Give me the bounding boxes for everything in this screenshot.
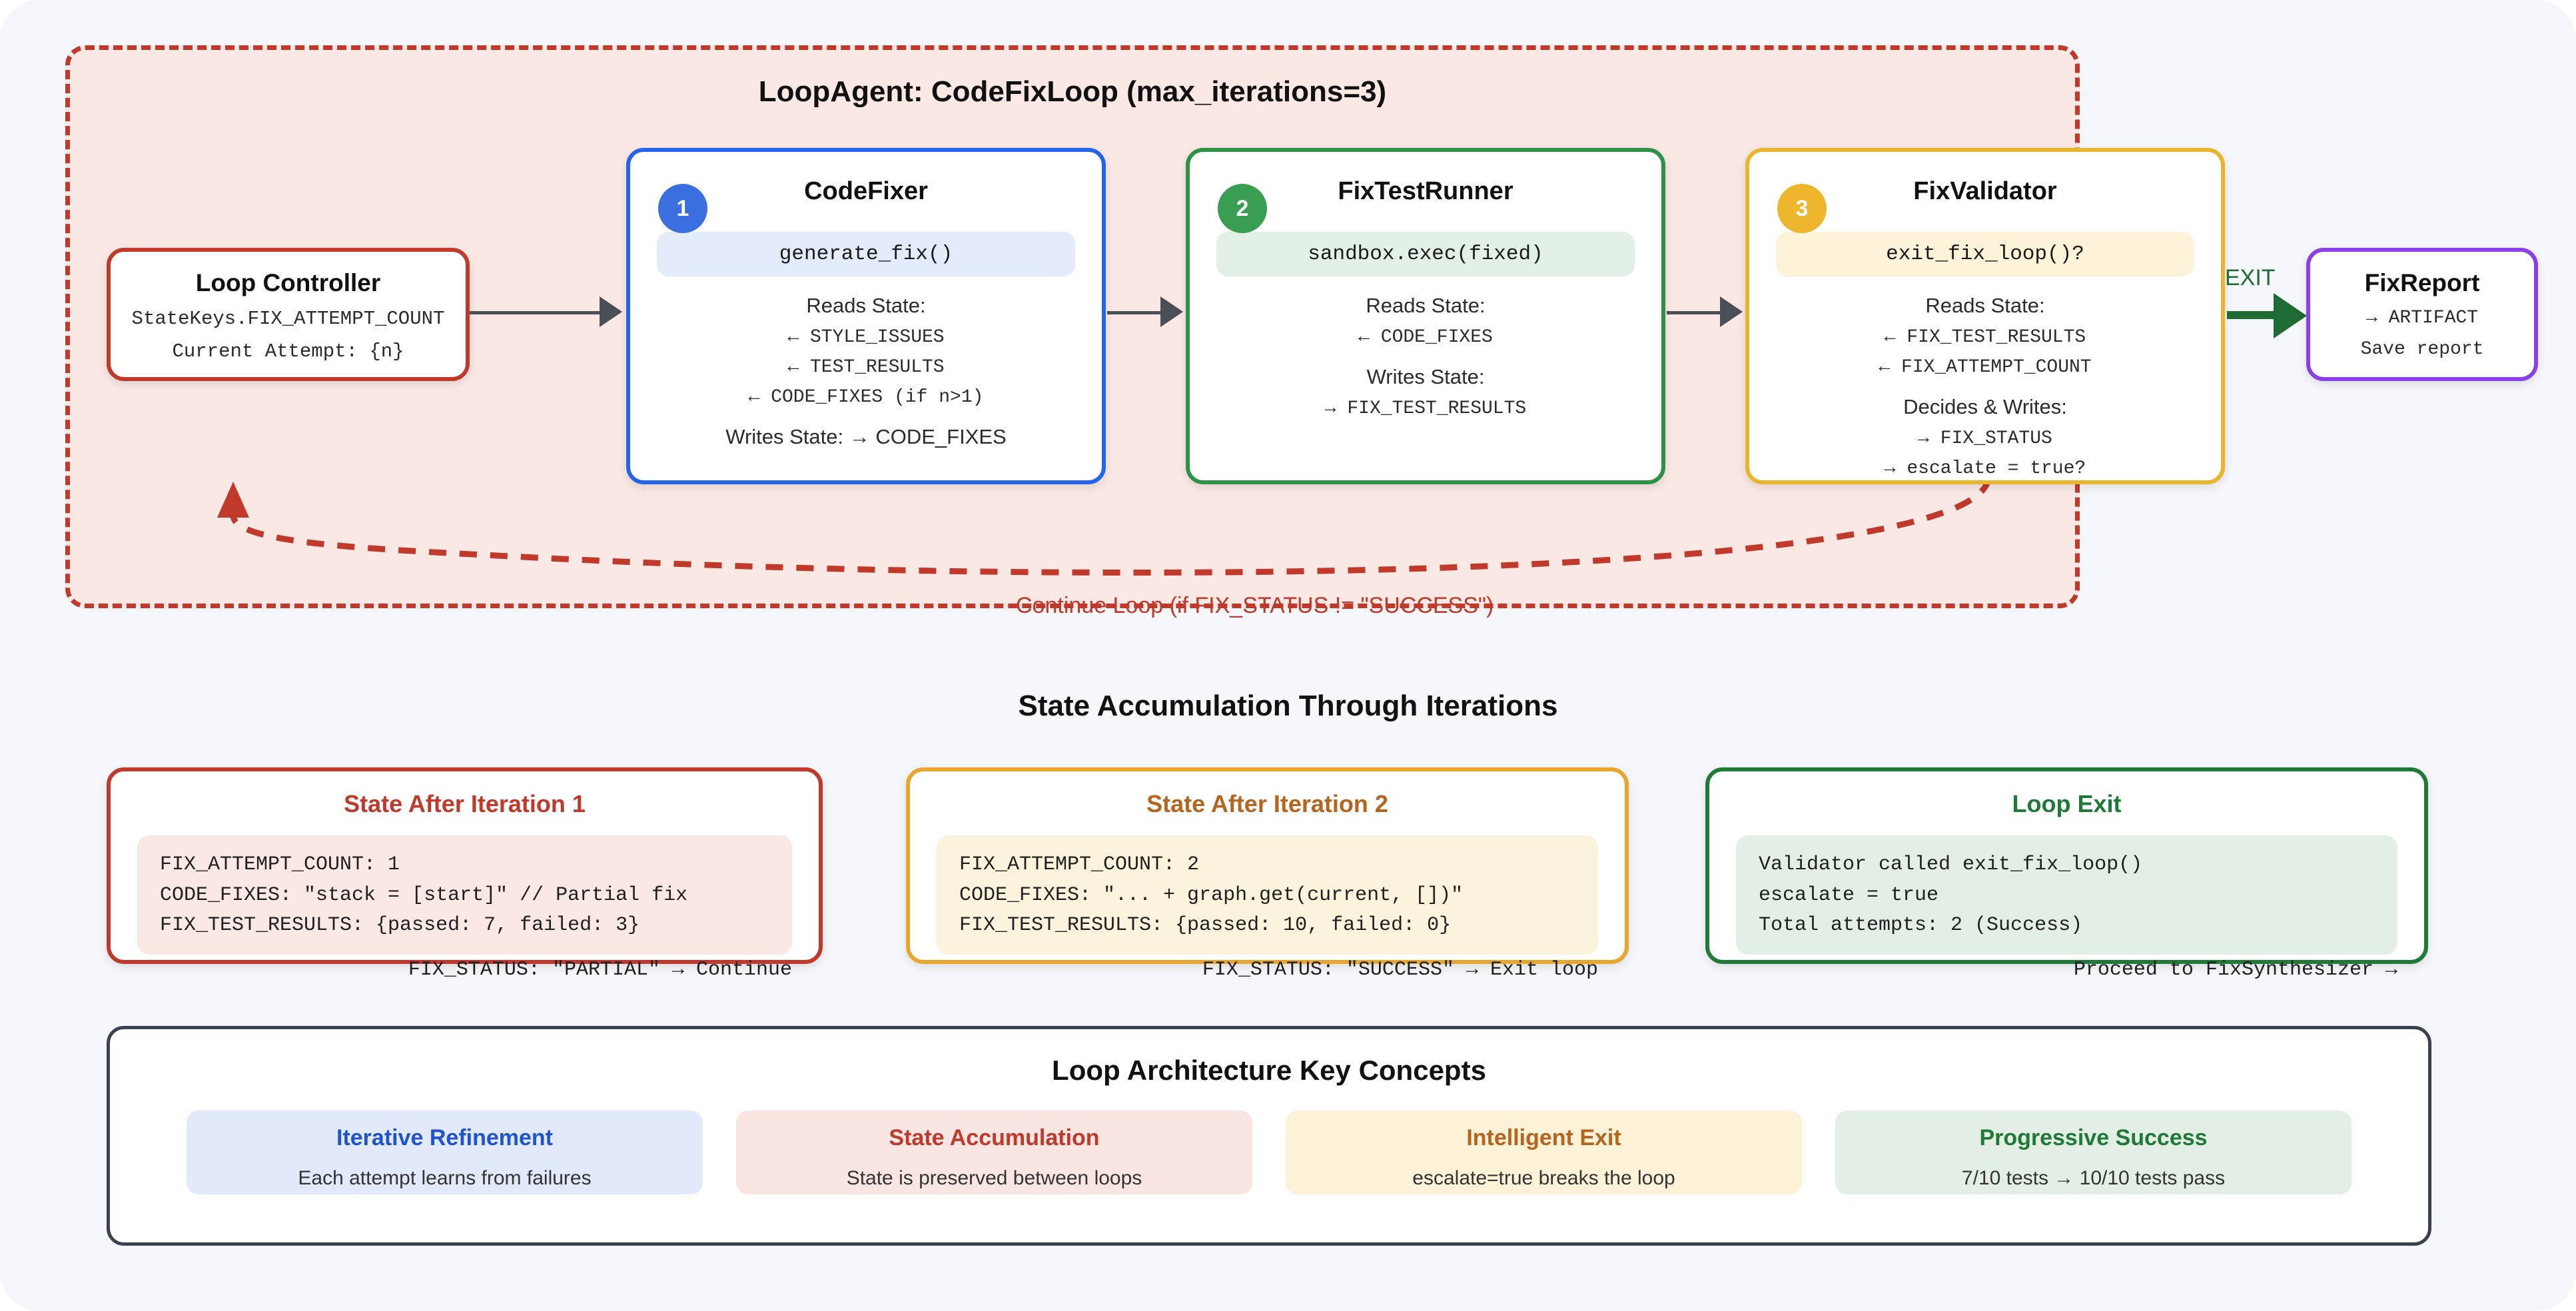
concept-2-title: Intelligent Exit (1466, 1125, 1621, 1150)
agent-node-fixvalidator[interactable]: 3 FixValidator exit_fix_loop()? Reads St… (1745, 148, 2225, 484)
state-card-3-footer: Proceed to FixSynthesizer → (2073, 958, 2397, 981)
state-card-1-footer: FIX_STATUS: "PARTIAL" → Continue (408, 958, 792, 981)
state-card-iteration-2[interactable]: State After Iteration 2 FIX_ATTEMPT_COUN… (906, 767, 1629, 981)
fixvalidator-header: 3 FixValidator (1749, 152, 2221, 233)
fixvalidator-title: FixValidator (1913, 177, 2057, 205)
state-card-2-line-2: FIX_TEST_RESULTS: {passed: 10, failed: 0… (959, 914, 1452, 937)
exit-arrow-line (2227, 311, 2279, 319)
concept-1-title: State Accumulation (889, 1125, 1100, 1150)
loop-controller-node[interactable]: Loop Controller StateKeys.FIX_ATTEMPT_CO… (107, 248, 470, 381)
agent-node-codefixer[interactable]: 1 CodeFixer generate_fix() Reads State: … (626, 148, 1106, 484)
concept-1-desc: State is preserved between loops (846, 1167, 1142, 1189)
concept-3-desc: 7/10 tests → 10/10 tests pass (1961, 1167, 2226, 1189)
arrow-controller-to-codefixer-head (600, 296, 622, 327)
exit-label: EXIT (2225, 265, 2276, 290)
fixvalidator-read-1: ← FIX_ATTEMPT_COUNT (1879, 357, 2092, 378)
concept-iterative-refinement[interactable]: Iterative Refinement Each attempt learns… (187, 1110, 703, 1194)
arrow-testrunner-to-validator-head (1720, 296, 1743, 327)
state-card-3-line-1: escalate = true (1759, 883, 1939, 907)
state-card-1-body: FIX_ATTEMPT_COUNT: 1 CODE_FIXES: "stack … (137, 835, 792, 955)
codefixer-header: 1 CodeFixer (630, 152, 1102, 233)
state-card-1-line-0: FIX_ATTEMPT_COUNT: 1 (160, 853, 400, 876)
exit-arrow-head (2274, 293, 2307, 338)
concept-intelligent-exit[interactable]: Intelligent Exit escalate=true breaks th… (1286, 1110, 1802, 1194)
output-node-fixreport[interactable]: FixReport → ARTIFACT Save report (2306, 248, 2538, 381)
step-badge-3: 3 (1777, 184, 1827, 233)
step-badge-1: 1 (658, 184, 707, 233)
concept-0-title: Iterative Refinement (336, 1125, 553, 1150)
loopback-label: Continue Loop (if FIX_STATUS != "SUCCESS… (1016, 593, 1494, 618)
codefixer-reads-label: Reads State: (806, 294, 926, 317)
state-card-1-line-2: FIX_TEST_RESULTS: {passed: 7, failed: 3} (160, 914, 640, 937)
loop-agent-title: LoopAgent: CodeFixLoop (max_iterations=3… (758, 75, 1387, 108)
fixvalidator-code-chip: exit_fix_loop()? (1776, 232, 2194, 276)
codefixer-writes-label: Writes State: → CODE_FIXES (725, 425, 1007, 448)
codefixer-read-1: ← TEST_RESULTS (787, 357, 945, 378)
state-card-iteration-1[interactable]: State After Iteration 1 FIX_ATTEMPT_COUN… (107, 767, 823, 981)
key-concepts-title: Loop Architecture Key Concepts (1052, 1055, 1486, 1086)
concept-3-title: Progressive Success (1979, 1125, 2208, 1150)
concept-0-desc: Each attempt learns from failures (298, 1167, 592, 1189)
fixtestrunner-write-0: → FIX_TEST_RESULTS (1324, 398, 1527, 419)
loop-controller-statekey: StateKeys.FIX_ATTEMPT_COUNT (131, 308, 445, 330)
state-card-2-line-1: CODE_FIXES: "... + graph.get(current, []… (959, 883, 1464, 907)
agent-node-fixtestrunner[interactable]: 2 FixTestRunner sandbox.exec(fixed) Read… (1186, 148, 1665, 484)
state-card-3-title: Loop Exit (2012, 790, 2122, 817)
codefixer-read-0: ← STYLE_ISSUES (787, 327, 945, 348)
state-card-3-body: Validator called exit_fix_loop() escalat… (1736, 835, 2397, 955)
state-card-loop-exit[interactable]: Loop Exit Validator called exit_fix_loop… (1705, 767, 2428, 981)
arrow-codefixer-to-testrunner-head (1160, 296, 1183, 327)
state-card-1-line-1: CODE_FIXES: "stack = [start]" // Partial… (160, 883, 688, 907)
codefixer-code-chip: generate_fix() (657, 232, 1075, 276)
fixtestrunner-code-chip: sandbox.exec(fixed) (1216, 232, 1635, 276)
fixreport-artifact: → ARTIFACT (2365, 308, 2479, 328)
fixvalidator-writes-label: Decides & Writes: (1903, 395, 2067, 418)
key-concepts-panel: Loop Architecture Key Concepts Iterative… (107, 1026, 2431, 1246)
state-card-2-footer: FIX_STATUS: "SUCCESS" → Exit loop (1202, 958, 1598, 981)
state-card-1-title: State After Iteration 1 (344, 790, 586, 817)
state-section-heading: State Accumulation Through Iterations (1018, 689, 1558, 722)
fixtestrunner-writes-label: Writes State: (1366, 365, 1485, 388)
state-card-2-title: State After Iteration 2 (1146, 790, 1388, 817)
arrow-codefixer-to-testrunner (1107, 311, 1164, 314)
loop-controller-attempt: Current Attempt: {n} (172, 340, 404, 362)
fixtestrunner-reads-label: Reads State: (1366, 294, 1486, 317)
concept-2-desc: escalate=true breaks the loop (1412, 1167, 1675, 1189)
fixtestrunner-title: FixTestRunner (1338, 177, 1513, 205)
fixvalidator-write-0: → FIX_STATUS (1918, 428, 2052, 449)
state-card-3-line-0: Validator called exit_fix_loop() (1759, 853, 2143, 876)
concept-progressive-success[interactable]: Progressive Success 7/10 tests → 10/10 t… (1835, 1110, 2352, 1194)
state-card-2-line-0: FIX_ATTEMPT_COUNT: 2 (959, 853, 1200, 876)
step-badge-2: 2 (1218, 184, 1267, 233)
concept-state-accumulation[interactable]: State Accumulation State is preserved be… (736, 1110, 1252, 1194)
codefixer-title: CodeFixer (804, 177, 928, 205)
state-card-2-body: FIX_ATTEMPT_COUNT: 2 CODE_FIXES: "... + … (937, 835, 1598, 955)
loop-controller-title: Loop Controller (195, 269, 381, 296)
fixvalidator-write-1: → escalate = true? (1884, 458, 2086, 479)
fixtestrunner-header: 2 FixTestRunner (1190, 152, 1661, 233)
key-concepts-row: Iterative Refinement Each attempt learns… (110, 1110, 2428, 1194)
fixreport-title: FixReport (2364, 269, 2480, 296)
fixvalidator-read-0: ← FIX_TEST_RESULTS (1884, 327, 2086, 348)
fixreport-save: Save report (2360, 339, 2484, 360)
arrow-testrunner-to-validator (1667, 311, 1723, 314)
codefixer-read-2: ← CODE_FIXES (if n>1) (748, 387, 984, 408)
arrow-controller-to-codefixer (470, 311, 603, 314)
state-card-3-line-2: Total attempts: 2 (Success) (1759, 914, 2083, 937)
fixtestrunner-read-0: ← CODE_FIXES (1358, 327, 1493, 348)
fixvalidator-reads-label: Reads State: (1925, 294, 2045, 317)
